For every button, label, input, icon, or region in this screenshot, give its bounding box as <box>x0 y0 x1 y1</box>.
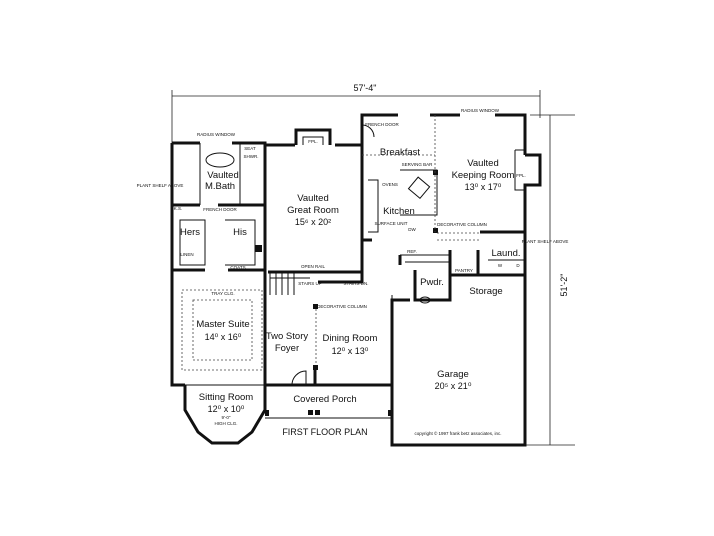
svg-text:SHWR.: SHWR. <box>244 154 259 159</box>
svg-text:STAIRS UP: STAIRS UP <box>298 281 321 286</box>
svg-text:PLANT SHELF ABOVE: PLANT SHELF ABOVE <box>522 239 569 244</box>
svg-text:Garage: Garage <box>437 369 469 380</box>
svg-text:Great Room: Great Room <box>287 205 339 216</box>
depth-dimension: 51'-2" <box>525 114 575 446</box>
svg-text:W: W <box>498 263 503 268</box>
sitting-room: Sitting Room 12⁰ x 10⁰ 9'-0" HIGH CLG. <box>199 392 253 426</box>
master-bath: Vaulted M.Bath <box>205 170 239 192</box>
svg-text:Sitting Room: Sitting Room <box>199 392 253 403</box>
plan-title: FIRST FLOOR PLAN <box>282 427 367 437</box>
svg-text:14⁰ x 16⁰: 14⁰ x 16⁰ <box>205 332 242 342</box>
svg-text:COATS: COATS <box>230 265 245 270</box>
svg-text:STAIRS DN.: STAIRS DN. <box>344 281 369 286</box>
svg-text:PANTRY: PANTRY <box>455 268 473 273</box>
powder-room: Pwdr. <box>420 277 444 288</box>
his-closet: His <box>233 227 247 238</box>
svg-text:TRAY CLG.: TRAY CLG. <box>211 291 234 296</box>
svg-text:LINEN: LINEN <box>180 252 193 257</box>
walls <box>170 113 542 447</box>
svg-text:RADIUS WINDOW: RADIUS WINDOW <box>197 132 236 137</box>
svg-text:D: D <box>516 263 520 268</box>
svg-text:Vaulted: Vaulted <box>297 193 329 204</box>
master-suite: Master Suite 14⁰ x 16⁰ <box>196 319 249 342</box>
svg-text:SEAT: SEAT <box>244 146 256 151</box>
breakfast: Breakfast <box>380 147 420 158</box>
depth-label: 51'-2" <box>559 274 569 297</box>
foyer: Two Story Foyer <box>266 331 308 354</box>
svg-text:HIGH CLG.: HIGH CLG. <box>214 421 237 426</box>
svg-text:DW: DW <box>408 227 416 232</box>
hers-closet: Hers <box>180 227 200 238</box>
svg-text:Vaulted: Vaulted <box>207 170 239 181</box>
great-room: Vaulted Great Room 15⁶ x 20² <box>287 193 339 227</box>
width-label: 57'-4" <box>354 83 377 93</box>
svg-text:FPL.: FPL. <box>516 173 526 178</box>
laundry: Laund. <box>491 248 520 259</box>
svg-text:13⁰ x 17⁰: 13⁰ x 17⁰ <box>465 182 502 192</box>
keeping-room: Vaulted Keeping Room 13⁰ x 17⁰ <box>452 158 515 192</box>
svg-text:DECORATIVE COLUMN: DECORATIVE COLUMN <box>437 222 487 227</box>
svg-text:OVENS: OVENS <box>382 182 398 187</box>
svg-text:OPEN RAIL: OPEN RAIL <box>301 264 326 269</box>
storage: Storage <box>469 286 502 297</box>
svg-text:FPL.: FPL. <box>308 139 318 144</box>
svg-text:SERVING BAR: SERVING BAR <box>402 162 433 167</box>
dining-room: Dining Room 12⁰ x 13⁰ <box>323 333 378 356</box>
svg-text:Dining Room: Dining Room <box>323 333 378 344</box>
svg-text:20⁵ x 21⁰: 20⁵ x 21⁰ <box>435 381 472 391</box>
width-dimension: 57'-4" <box>171 83 541 145</box>
svg-text:Two Story: Two Story <box>266 331 308 342</box>
svg-text:M.Bath: M.Bath <box>205 181 235 192</box>
svg-text:REF.: REF. <box>407 249 417 254</box>
svg-text:12⁰ x 13⁰: 12⁰ x 13⁰ <box>332 346 369 356</box>
svg-text:Keeping Room: Keeping Room <box>452 170 515 181</box>
svg-text:RADIUS WINDOW: RADIUS WINDOW <box>461 108 500 113</box>
svg-text:FRENCH DOOR: FRENCH DOOR <box>203 207 237 212</box>
svg-text:Foyer: Foyer <box>275 343 299 354</box>
svg-text:12⁰ x 10⁰: 12⁰ x 10⁰ <box>208 404 245 414</box>
covered-porch: Covered Porch <box>293 394 356 405</box>
plan-notes: RADIUS WINDOW RADIUS WINDOW FPL. FPL. FR… <box>137 108 569 309</box>
svg-text:DECORATIVE COLUMN: DECORATIVE COLUMN <box>317 304 367 309</box>
kitchen: Kitchen <box>383 206 415 217</box>
svg-text:SURFACE UNIT: SURFACE UNIT <box>374 221 407 226</box>
svg-text:15⁶ x 20²: 15⁶ x 20² <box>295 217 331 227</box>
svg-text:K.S.: K.S. <box>174 206 183 211</box>
svg-text:Vaulted: Vaulted <box>467 158 499 169</box>
svg-text:FRENCH DOOR: FRENCH DOOR <box>365 122 399 127</box>
copyright-notice: copyright © 1997 frank betz associates, … <box>414 430 501 436</box>
svg-text:PLANT SHELF ABOVE: PLANT SHELF ABOVE <box>137 183 184 188</box>
svg-text:9'-0": 9'-0" <box>222 415 231 420</box>
svg-text:Master Suite: Master Suite <box>196 319 249 330</box>
garage: Garage 20⁵ x 21⁰ <box>435 369 472 391</box>
